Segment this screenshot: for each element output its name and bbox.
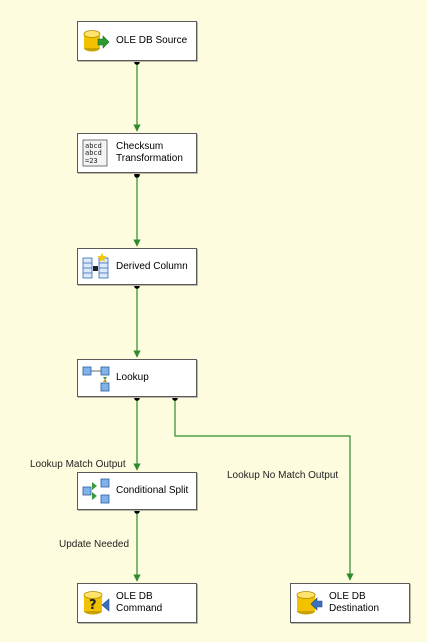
update-needed-label: Update Needed [59,539,130,550]
checksum-icon: abcd abcd =23 [82,139,108,167]
ole-db-source-label: OLE DB Source [116,35,188,46]
svg-text:abcd: abcd [85,142,102,150]
ole-db-command-box[interactable]: ? OLE DB Command [77,583,197,623]
svg-text:=23: =23 [85,157,98,165]
database-source-icon [83,30,110,52]
ole-db-command-icon: ? [83,591,110,615]
svg-text:abcd: abcd [85,149,102,157]
checksum-label-line2: Transformation [116,153,183,164]
conditional-split-icon [82,478,110,504]
checksum-transformation-box[interactable]: abcd abcd =23 Checksum Transformation [77,133,197,173]
checksum-label-line1: Checksum [116,141,164,152]
conditional-split-box[interactable]: Conditional Split [77,472,197,510]
ole-db-command-label-line2: Command [116,603,163,614]
svg-text:?: ? [89,598,97,613]
conditional-split-label: Conditional Split [116,485,189,496]
lookup-label: Lookup [116,372,149,383]
database-destination-icon [296,591,323,615]
lookup-no-match-output-label: Lookup No Match Output [227,470,339,481]
derived-column-icon [82,252,109,278]
ole-db-source-box[interactable]: OLE DB Source [77,21,197,61]
lookup-match-output-label: Lookup Match Output [30,459,126,470]
lookup-icon [82,366,110,392]
ole-db-destination-label-line2: Destination [329,603,380,614]
derived-column-box[interactable]: Derived Column [77,248,197,285]
path-lookup-no-match[interactable] [174,398,354,581]
output-port-checksum[interactable] [134,172,140,178]
ole-db-destination-box[interactable]: OLE DB Destination [290,583,410,623]
derived-column-label: Derived Column [116,260,188,272]
lookup-box[interactable]: Lookup [77,359,197,397]
ole-db-command-label-line1: OLE DB [116,591,153,602]
ole-db-destination-label-line1: OLE DB [329,591,366,602]
